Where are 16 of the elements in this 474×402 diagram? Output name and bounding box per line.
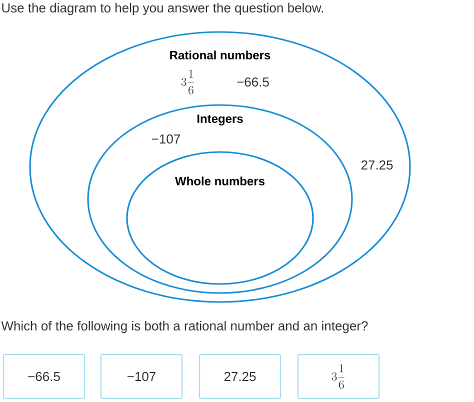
set-ellipse	[126, 151, 314, 285]
answer-button: −66.5	[2, 354, 86, 400]
set-ellipse	[29, 31, 411, 303]
number-label: 27.25	[361, 160, 393, 170]
set-ellipse	[87, 104, 353, 294]
set-heading: Integers	[197, 114, 243, 126]
set-heading: Whole numbers	[175, 176, 264, 186]
number-label: −66.5	[237, 77, 269, 87]
answer-button: −107	[100, 354, 183, 400]
set-heading: Rational numbers	[170, 50, 270, 60]
number-label: $3\frac{1}{6}$	[181, 70, 194, 94]
number-label: −107	[152, 134, 180, 144]
instruction-text: Use the diagram to help you answer the question below.	[2, 2, 323, 16]
answer-button: 27.25	[198, 354, 282, 400]
answer-button: $3\frac{1}{6}$	[297, 354, 380, 400]
instruction-text: Which of the following is both a rational number and an integer?	[1, 320, 368, 334]
